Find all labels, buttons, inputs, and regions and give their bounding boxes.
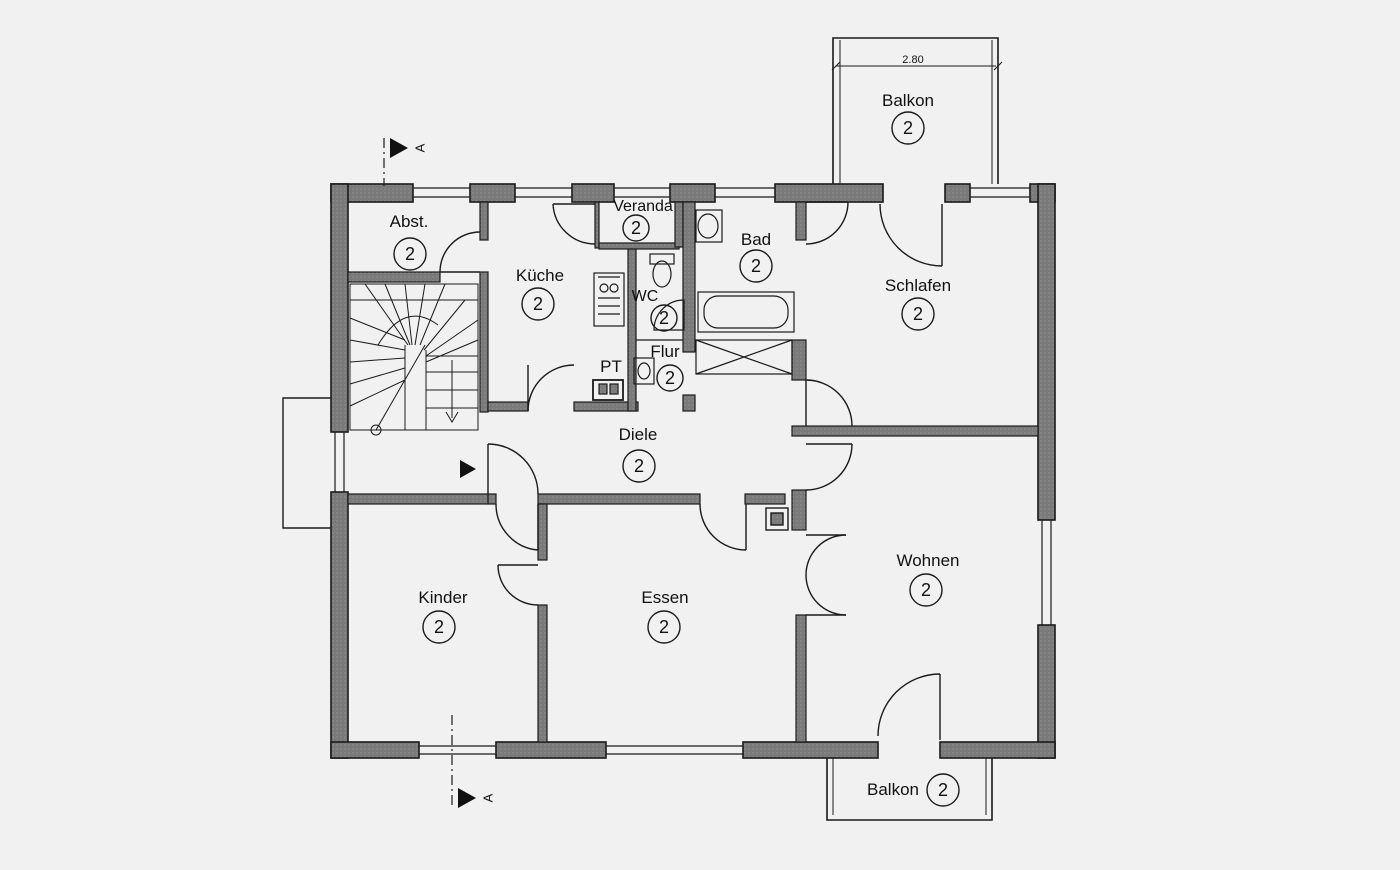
floor-number-balkon-top: 2 (903, 118, 913, 138)
outer-walls (330, 183, 1056, 759)
room-label-balkon-top: Balkon (882, 91, 934, 110)
floor-number-abst: 2 (405, 244, 415, 264)
floor-number-schlafen: 2 (913, 304, 923, 324)
entrance-canopy (282, 397, 331, 529)
windows (334, 187, 1052, 755)
section-arrow-bottom-icon (458, 788, 476, 808)
floor-number-diele: 2 (634, 456, 644, 476)
floor-number-essen: 2 (659, 617, 669, 637)
floor-number-wc: 2 (659, 308, 669, 328)
section-label-bottom: A (481, 793, 496, 802)
room-label-wohnen: Wohnen (896, 551, 959, 570)
room-label-veranda: Veranda (613, 198, 673, 215)
section-label-top: A (413, 143, 428, 152)
room-label-schlafen: Schlafen (885, 276, 951, 295)
section-arrow-top-icon (390, 138, 408, 158)
fixtures (592, 209, 795, 401)
room-label-abst: Abst. (390, 212, 429, 231)
room-label-diele: Diele (619, 425, 658, 444)
interior-walls (347, 201, 1039, 743)
room-label-balkon-bottom: Balkon (867, 780, 919, 799)
staircase (349, 283, 479, 436)
floor-number-bad: 2 (751, 256, 761, 276)
floor-number-balkon-bottom: 2 (938, 780, 948, 800)
balcony-bottom-outline (826, 758, 993, 821)
room-label-pt: PT (600, 357, 622, 376)
floor-marker-numbers: 2 2 2 2 2 2 2 2 2 2 2 2 2 (405, 118, 948, 800)
floor-number-veranda: 2 (631, 218, 641, 238)
balcony-top-outline (832, 37, 999, 184)
floor-number-wohnen: 2 (921, 580, 931, 600)
floor-number-kueche: 2 (533, 294, 543, 314)
room-label-kinder: Kinder (418, 588, 467, 607)
entry-arrow-icon (460, 460, 476, 478)
room-label-flur: Flur (650, 342, 680, 361)
dimension-line (831, 61, 1003, 71)
floor-markers (393, 111, 960, 807)
room-label-kueche: Küche (516, 266, 564, 285)
floor-number-kinder: 2 (434, 617, 444, 637)
room-label-essen: Essen (641, 588, 688, 607)
room-label-wc: WC (632, 288, 659, 305)
floor-number-flur: 2 (665, 368, 675, 388)
room-labels: Balkon Abst. Veranda Bad Küche Schlafen … (390, 91, 960, 799)
chimney (765, 507, 789, 531)
room-label-bad: Bad (741, 230, 771, 249)
dimension-label: 2.80 (902, 54, 923, 66)
doors (439, 201, 943, 740)
